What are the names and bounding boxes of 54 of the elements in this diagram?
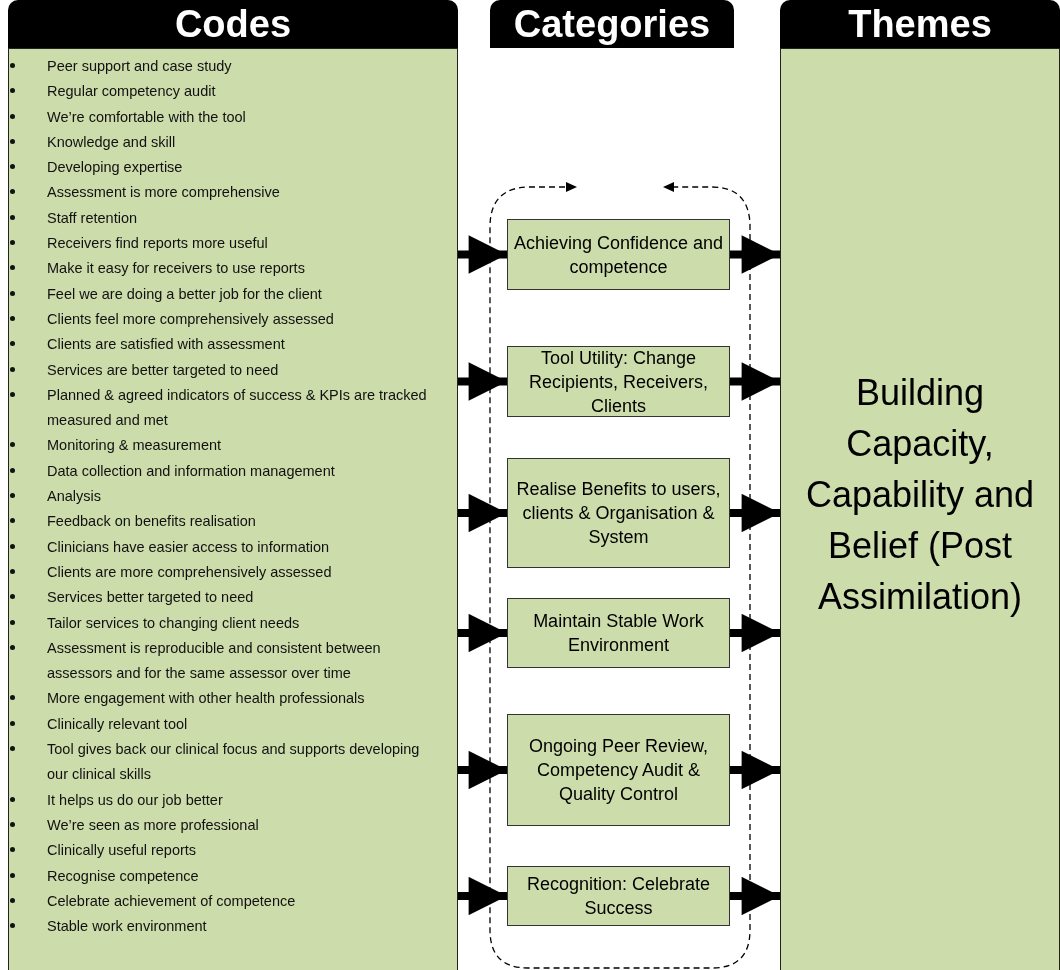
code-item: Clients feel more comprehensively assessed (47, 310, 334, 327)
code-item: Clinicians have easier access to information (47, 538, 330, 555)
arrow (730, 876, 780, 916)
code-item: Monitoring & measurement (47, 437, 222, 454)
code-item: Developing expertise (47, 159, 183, 176)
code-item: Tool gives back our clinical focus and supports developing our clinical skills (47, 741, 420, 783)
theme-panel (780, 48, 1060, 970)
arrow (730, 235, 780, 274)
code-item: Tailor services to changing client needs (47, 614, 300, 631)
code-item: Stable work environment (47, 918, 207, 935)
code-item: Knowledge and skill (47, 133, 176, 150)
code-item: Analysis (47, 488, 101, 505)
code-item: It helps us do our job better (47, 791, 223, 808)
code-item: Feel we are doing a better job for the client (47, 285, 322, 302)
code-item: Services better targeted to need (47, 589, 254, 606)
code-item: We’re comfortable with the tool (47, 108, 246, 125)
code-item: More engagement with other health professionals (47, 690, 365, 707)
code-item: Data collection and information management (47, 462, 335, 479)
arrow (458, 876, 507, 916)
code-item: Clinically relevant tool (47, 715, 188, 732)
theme-text: Building Capacity, Capability and Belief (Post Assimilation) (804, 371, 1036, 619)
code-item: Assessment is reproducible and consistent between assessors and for the same assessor over time (47, 639, 381, 682)
arrow (730, 493, 780, 533)
category-box: Achieving Confidence and competence (507, 219, 730, 290)
arrow (458, 235, 507, 274)
arrow (458, 613, 507, 653)
code-item: Peer support and case study (47, 58, 232, 74)
category-box: Tool Utility: Change Recipients, Receivers, Clients (507, 346, 730, 417)
column-header: Categories (490, 0, 734, 48)
code-item: Feedback on benefits realisation (47, 513, 256, 530)
code-item: Clients are satisfied with assessment (47, 336, 285, 353)
code-item: We’re seen as more professional (47, 816, 259, 833)
code-item: Services are better targeted to need (47, 361, 279, 378)
column-header: Codes (8, 0, 458, 48)
code-item: Staff retention (47, 209, 138, 226)
codes-panel (8, 48, 458, 970)
category-box: Maintain Stable Work Environment (507, 598, 730, 668)
column-header: Themes (780, 0, 1060, 48)
category-box: Realise Benefits to users, clients & Organisation & System (507, 458, 730, 568)
arrow (730, 750, 780, 790)
code-item: Recognise competence (47, 867, 199, 884)
code-item: Planned & agreed indicators of success & KPIs are tracked measured and met (47, 386, 427, 429)
code-item: Clients are more comprehensively assessed (47, 563, 332, 580)
code-item: Receivers find reports more useful (47, 235, 268, 252)
code-item: Assessment is more comprehensive (47, 184, 280, 201)
category-box: Ongoing Peer Review, Competency Audit & Quality Control (507, 714, 730, 826)
arrow (730, 613, 780, 653)
arrow (730, 362, 780, 401)
code-item: Make it easy for receivers to use reports (47, 260, 305, 277)
arrow (458, 493, 507, 533)
code-item: Clinically useful reports (47, 842, 197, 859)
category-box: Recognition: Celebrate Success (507, 866, 730, 926)
code-item: Celebrate achievement of competence (47, 892, 296, 909)
code-item: Regular competency audit (47, 83, 216, 100)
